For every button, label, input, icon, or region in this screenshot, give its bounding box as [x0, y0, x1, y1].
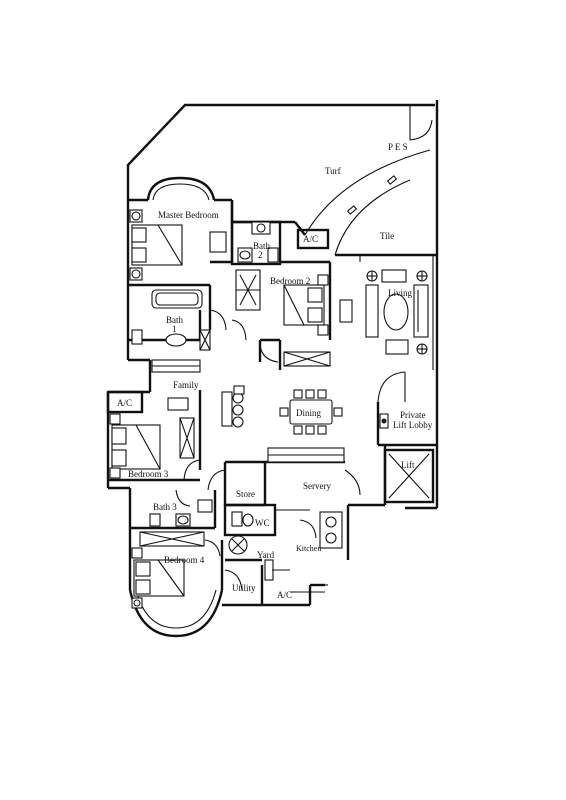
- label-pes: P E S: [388, 142, 408, 152]
- label-store: Store: [236, 489, 255, 499]
- label-ac-left: A/C: [117, 398, 132, 408]
- bedroom-3: [108, 413, 202, 482]
- bath-2: [230, 220, 282, 266]
- label-family: Family: [173, 380, 199, 390]
- label-utility: Utility: [232, 583, 256, 593]
- label-bath1-b: 1: [172, 324, 177, 334]
- ac-left-unit: [106, 390, 144, 414]
- label-bath2-a: Bath: [253, 241, 270, 251]
- label-lift-lobby: Lift Lobby: [393, 420, 433, 430]
- label-bath3: Bath 3: [153, 502, 177, 512]
- label-master-bedroom: Master Bedroom: [158, 210, 219, 220]
- label-servery: Servery: [303, 481, 331, 491]
- label-bedroom2: Bedroom 2: [270, 276, 310, 286]
- label-bath1-a: Bath: [166, 315, 183, 325]
- service-block: [223, 503, 343, 593]
- label-yard: Yard: [257, 550, 275, 560]
- label-turf: Turf: [325, 166, 341, 176]
- bath-1: [128, 289, 211, 351]
- label-bedroom4: Bedroom 4: [164, 555, 205, 565]
- lift-shaft: [383, 448, 435, 504]
- family-room: [151, 359, 202, 420]
- label-dining: Dining: [296, 408, 322, 418]
- label-ac-bottom: A/C: [277, 590, 292, 600]
- label-tile: Tile: [380, 231, 394, 241]
- master-bedroom: [128, 200, 261, 341]
- label-wc: WC: [255, 518, 270, 528]
- bath-3: [130, 489, 217, 530]
- bedroom-4: [131, 531, 221, 609]
- dining-area: [221, 385, 343, 435]
- private-lift-lobby: [376, 371, 437, 447]
- pes-area: [230, 105, 437, 262]
- room-labels: P E S Turf Tile A/C Master Bedroom Bath …: [117, 142, 433, 600]
- label-ac-top: A/C: [303, 234, 318, 244]
- label-living: Living: [388, 288, 412, 298]
- store-servery: [207, 447, 361, 507]
- living-room: [365, 255, 438, 370]
- label-bedroom3: Bedroom 3: [128, 469, 169, 479]
- label-lift: Lift: [401, 460, 415, 470]
- label-private: Private: [400, 410, 426, 420]
- label-bath2-b: 2: [258, 250, 263, 260]
- label-kitchen: Kitchen: [296, 544, 321, 553]
- bedroom-2: [258, 260, 353, 370]
- ac-top-unit: [296, 228, 330, 250]
